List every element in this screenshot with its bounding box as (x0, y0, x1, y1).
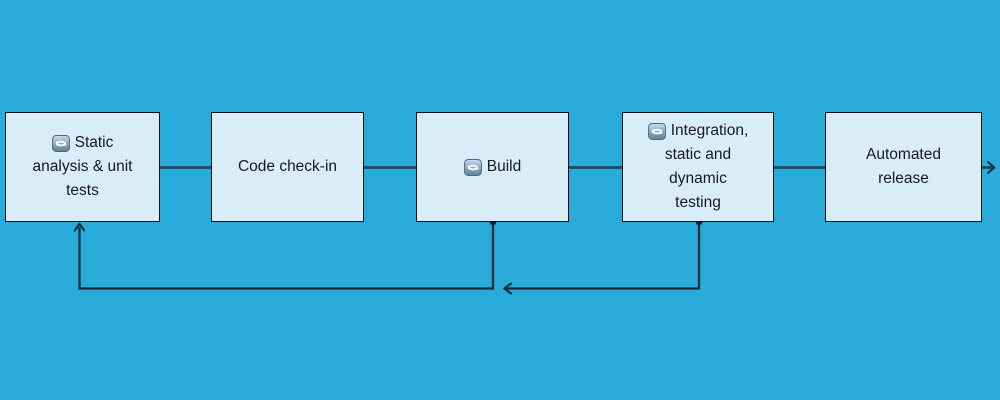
node-label-line: testing (675, 194, 721, 211)
feedback-integration-to-build (506, 221, 701, 290)
node-label-line: dynamic (669, 170, 727, 187)
node-label-line: tests (66, 182, 99, 199)
node-label-line: Build (486, 158, 522, 175)
node-label-line: analysis & unit (32, 158, 133, 175)
refresh-icon (464, 159, 482, 176)
feedback-build-to-static (78, 221, 495, 290)
node-static-analysis-unit-tests: Static analysis & unit tests (5, 112, 160, 222)
refresh-icon (648, 123, 666, 140)
node-build: Build (416, 112, 569, 222)
node-code-check-in: Code check-in (211, 112, 364, 222)
node-label-line: static and (664, 146, 732, 163)
node-label-line: Code check-in (237, 158, 338, 175)
node-label-line: Static (74, 134, 114, 151)
arrowhead-left-icon (503, 282, 513, 295)
arrowhead-up-icon (73, 222, 86, 232)
node-label-line: Integration, (670, 122, 749, 139)
refresh-icon (52, 135, 70, 152)
node-automated-release: Automated release (825, 112, 982, 222)
node-label-line: release (878, 170, 929, 187)
node-integration-static-dynamic-testing: Integration, static and dynamic testing (622, 112, 774, 222)
node-label-line: Automated (866, 146, 941, 163)
arrowhead-right-icon (986, 160, 996, 175)
